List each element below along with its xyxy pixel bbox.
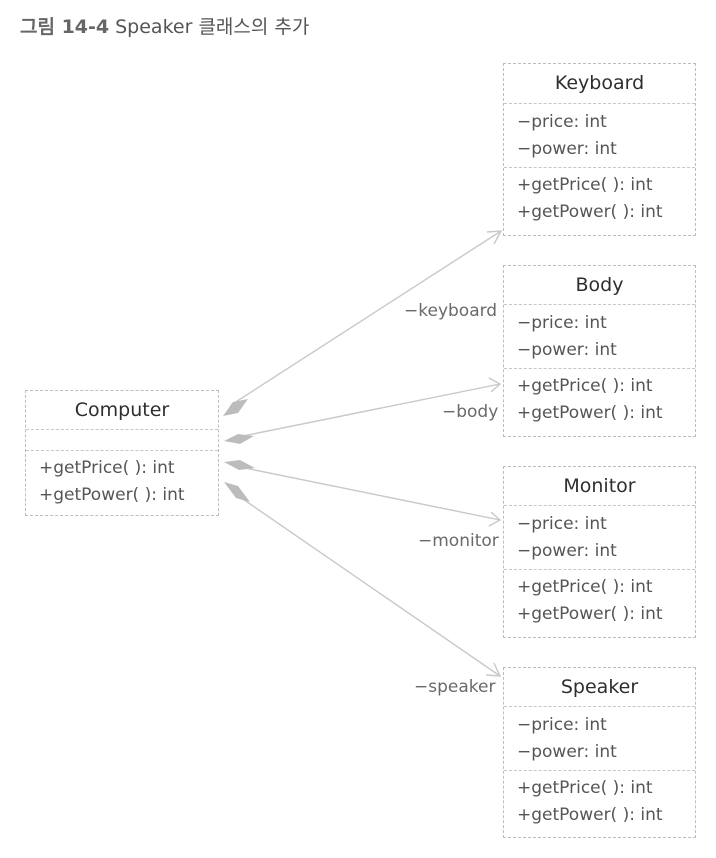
body-attribute-price: −price: int bbox=[517, 313, 607, 333]
keyboard-class-box: Keyboard −price: int −power: int +getPri… bbox=[503, 63, 696, 236]
speaker-class-name: Speaker bbox=[504, 668, 695, 707]
monitor-operation-getpower: +getPower( ): int bbox=[517, 604, 663, 624]
speaker-role-label: −speaker bbox=[414, 677, 496, 697]
monitor-association-line bbox=[239, 466, 501, 521]
monitor-arrowhead bbox=[488, 511, 502, 527]
speaker-attributes-section: −price: int −power: int bbox=[504, 707, 695, 770]
figure-title: Speaker 클래스의 추가 bbox=[115, 16, 310, 38]
figure-number: 그림 14-4 bbox=[20, 16, 110, 38]
computer-class-name: Computer bbox=[26, 391, 218, 430]
computer-operation-getpower: +getPower( ): int bbox=[39, 485, 185, 505]
body-class-name: Body bbox=[504, 266, 695, 305]
speaker-operations-section: +getPrice( ): int +getPower( ): int bbox=[504, 770, 695, 829]
keyboard-operation-getpower: +getPower( ): int bbox=[517, 202, 663, 222]
body-aggregation-diamond bbox=[224, 434, 254, 444]
body-class-box: Body −price: int −power: int +getPrice( … bbox=[503, 265, 696, 437]
keyboard-class-name: Keyboard bbox=[504, 64, 695, 104]
computer-attributes-section bbox=[26, 430, 218, 450]
speaker-aggregation-diamond bbox=[224, 482, 250, 502]
keyboard-role-label: −keyboard bbox=[404, 301, 498, 321]
speaker-attribute-power: −power: int bbox=[517, 742, 617, 762]
computer-operation-getprice: +getPrice( ): int bbox=[39, 458, 175, 478]
keyboard-attribute-price: −price: int bbox=[517, 112, 607, 132]
speaker-arrowhead bbox=[485, 662, 502, 677]
body-association-line bbox=[237, 383, 501, 438]
keyboard-association-line bbox=[230, 230, 502, 406]
keyboard-arrowhead bbox=[486, 230, 503, 245]
monitor-role-label: −monitor bbox=[418, 531, 499, 551]
body-operations-section: +getPrice( ): int +getPower( ): int bbox=[504, 368, 695, 427]
monitor-operation-getprice: +getPrice( ): int bbox=[517, 577, 653, 597]
speaker-operation-getpower: +getPower( ): int bbox=[517, 805, 663, 825]
body-operation-getpower: +getPower( ): int bbox=[517, 403, 663, 423]
body-attribute-power: −power: int bbox=[517, 340, 617, 360]
computer-operations-section: +getPrice( ): int +getPower( ): int bbox=[26, 450, 218, 509]
monitor-class-box: Monitor −price: int −power: int +getPric… bbox=[503, 466, 696, 638]
keyboard-attributes-section: −price: int −power: int bbox=[504, 104, 695, 167]
body-operation-getprice: +getPrice( ): int bbox=[517, 376, 653, 396]
keyboard-operations-section: +getPrice( ): int +getPower( ): int bbox=[504, 167, 695, 226]
body-role-label: −body bbox=[442, 402, 499, 422]
keyboard-attribute-power: −power: int bbox=[517, 139, 617, 159]
keyboard-aggregation-diamond bbox=[223, 399, 248, 416]
computer-class-box: Computer +getPrice( ): int +getPower( ):… bbox=[25, 390, 219, 516]
body-arrowhead bbox=[488, 377, 502, 393]
speaker-class-box: Speaker −price: int −power: int +getPric… bbox=[503, 667, 696, 838]
monitor-attribute-price: −price: int bbox=[517, 514, 607, 534]
monitor-operations-section: +getPrice( ): int +getPower( ): int bbox=[504, 569, 695, 628]
speaker-operation-getprice: +getPrice( ): int bbox=[517, 778, 653, 798]
speaker-association-line bbox=[236, 494, 501, 677]
speaker-attribute-price: −price: int bbox=[517, 715, 607, 735]
keyboard-operation-getprice: +getPrice( ): int bbox=[517, 175, 653, 195]
monitor-class-name: Monitor bbox=[504, 467, 695, 506]
monitor-attributes-section: −price: int −power: int bbox=[504, 506, 695, 569]
body-attributes-section: −price: int −power: int bbox=[504, 305, 695, 368]
monitor-aggregation-diamond bbox=[224, 460, 255, 470]
monitor-attribute-power: −power: int bbox=[517, 541, 617, 561]
